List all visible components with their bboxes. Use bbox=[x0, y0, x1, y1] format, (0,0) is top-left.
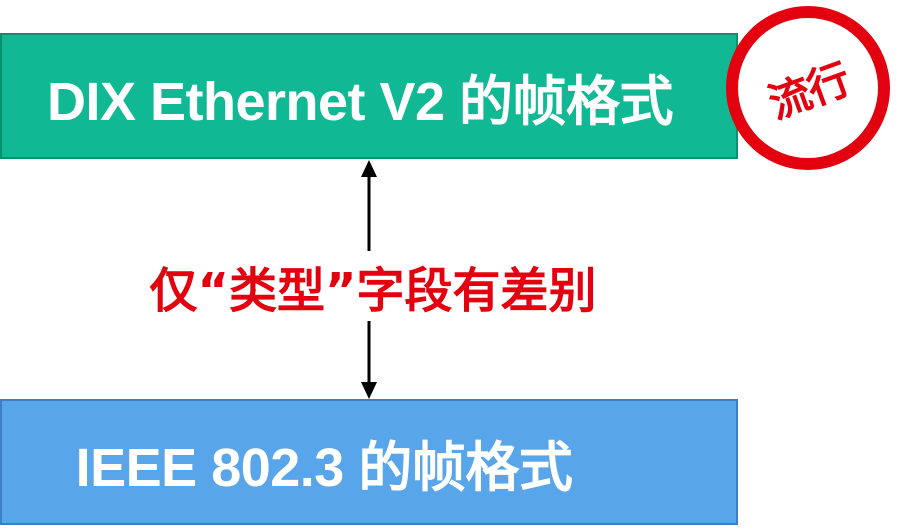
arrow-head-down-icon bbox=[361, 382, 377, 399]
popular-stamp: 流行 bbox=[726, 6, 890, 170]
ieee-802-3-box: IEEE 802.3 的帧格式 bbox=[0, 399, 738, 525]
dix-ethernet-v2-box: DIX Ethernet V2 的帧格式 bbox=[0, 33, 738, 159]
difference-caption-text: 仅“类型”字段有差别 bbox=[143, 251, 603, 321]
dix-ethernet-v2-label: DIX Ethernet V2 的帧格式 bbox=[46, 71, 674, 132]
popular-stamp-label: 流行 bbox=[762, 53, 856, 128]
difference-caption: 仅“类型”字段有差别 bbox=[0, 246, 738, 326]
ieee-802-3-label: IEEE 802.3 的帧格式 bbox=[75, 437, 573, 498]
arrow-head-up-icon bbox=[361, 160, 377, 177]
